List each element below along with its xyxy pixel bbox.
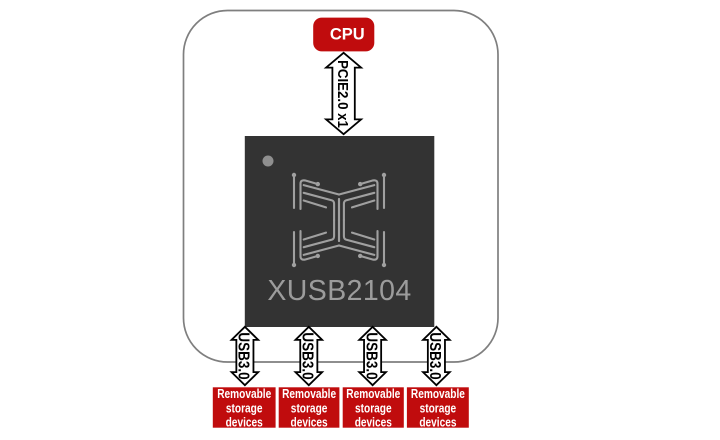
svg-text:storage: storage xyxy=(291,401,328,415)
svg-text:USB3.0: USB3.0 xyxy=(234,332,251,379)
svg-text:Removable: Removable xyxy=(346,387,400,401)
svg-text:storage: storage xyxy=(355,401,392,415)
svg-text:USB3.0: USB3.0 xyxy=(362,332,379,379)
svg-text:Removable: Removable xyxy=(411,387,465,401)
svg-text:XUSB2104: XUSB2104 xyxy=(267,275,411,307)
svg-text:devices: devices xyxy=(226,415,263,429)
svg-text:devices: devices xyxy=(419,415,456,429)
svg-text:USB3.0: USB3.0 xyxy=(298,332,315,379)
svg-text:CPU: CPU xyxy=(330,25,365,43)
svg-text:USB3.0: USB3.0 xyxy=(426,332,443,379)
svg-text:storage: storage xyxy=(226,401,263,415)
svg-text:devices: devices xyxy=(291,415,328,429)
svg-text:PCIE2.0 x1: PCIE2.0 x1 xyxy=(334,60,351,128)
svg-text:devices: devices xyxy=(355,415,392,429)
svg-text:Removable: Removable xyxy=(282,387,336,401)
svg-text:Removable: Removable xyxy=(217,387,271,401)
svg-text:storage: storage xyxy=(420,401,457,415)
